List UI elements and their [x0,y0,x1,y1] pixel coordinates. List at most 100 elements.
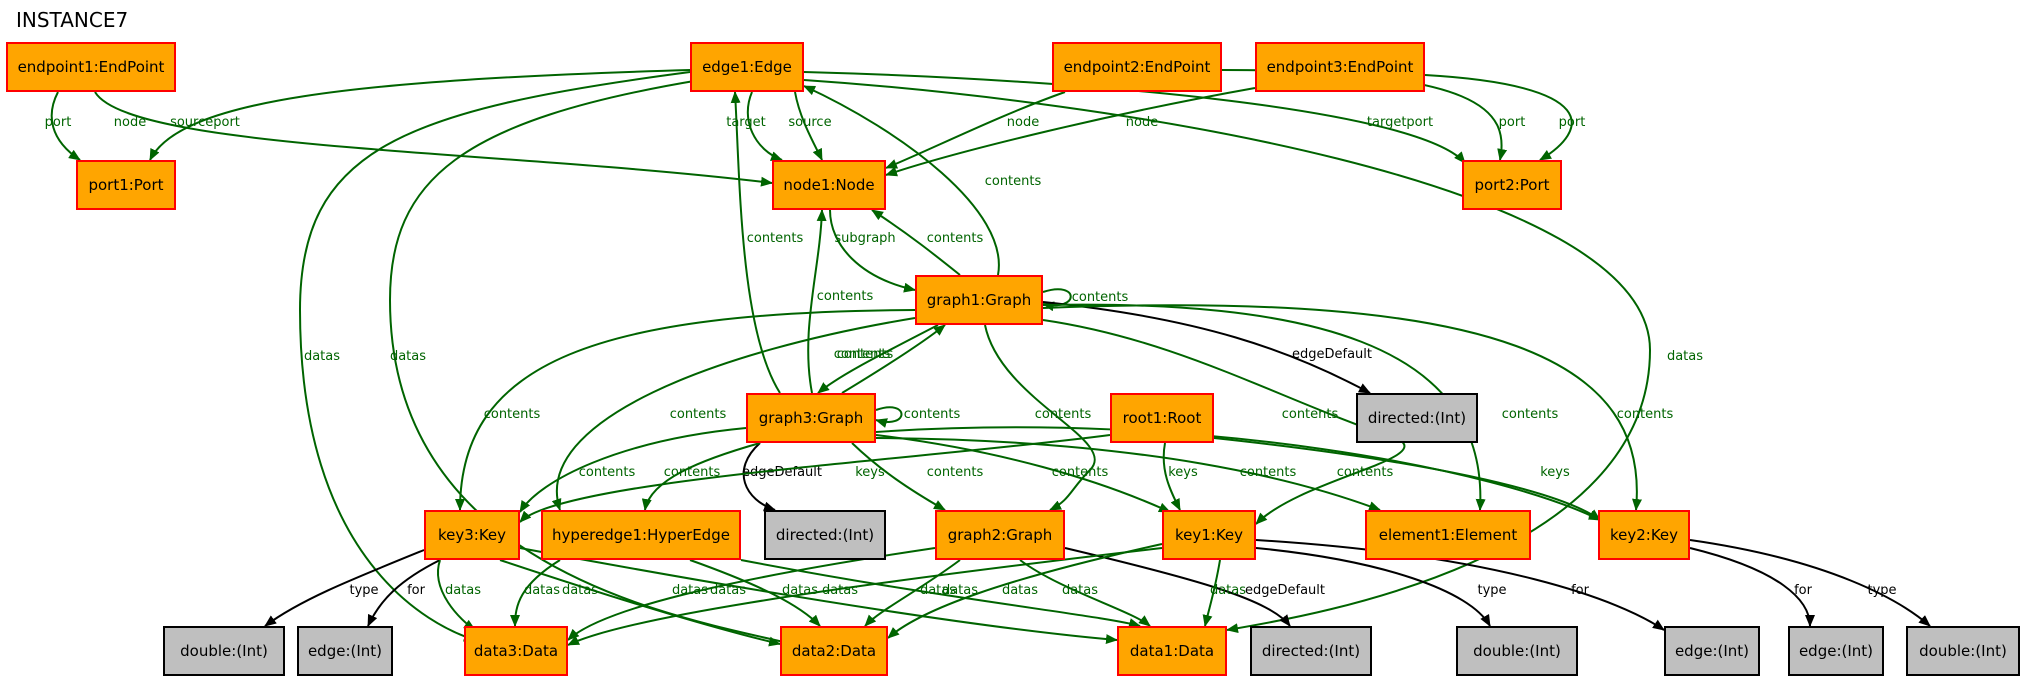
edge-label: port [1499,115,1526,130]
node-graph1[interactable]: graph1:Graph [915,275,1043,325]
edge-line [864,559,961,627]
edge-line [455,309,916,511]
edge-graph1-directed1-17: edgeDefault [1042,301,1372,394]
node-label: directed:(Int) [1367,409,1467,427]
node-key1[interactable]: key1:Key [1162,510,1256,560]
edge-key1-edgeint2-55: for [1255,539,1665,631]
edge-label: datas [1062,583,1098,598]
edge-line [1042,301,1371,394]
node-graph3[interactable]: graph3:Graph [746,393,876,443]
edge-line [1202,559,1221,627]
edge-graph2-data1-49: datas [1019,559,1151,627]
edge-line [1213,437,1601,521]
edge-line [984,324,1096,511]
edge-label: contents [579,465,636,480]
edge-label: datas [1210,583,1246,598]
node-label: key2:Key [1609,526,1679,544]
edge-graph1-hyperedge1-19: contents [551,317,916,511]
edge-label: contents [1337,465,1394,480]
node-endpoint3[interactable]: endpoint3:EndPoint [1255,42,1425,92]
node-directed1[interactable]: directed:(Int) [1356,393,1478,443]
edge-line [875,406,903,428]
node-label: directed:(Int) [1261,642,1361,660]
edge-key1-data1-53: datas [1202,559,1246,627]
node-graph2[interactable]: graph2:Graph [935,510,1065,560]
edge-graph3-node1-26: contents [807,209,874,394]
node-port1[interactable]: port1:Port [76,160,176,210]
edge-line [298,71,691,642]
node-edge1[interactable]: edge1:Edge [690,42,804,92]
node-edgeint3[interactable]: edge:(Int) [1664,626,1760,676]
edge-label: node [114,115,146,130]
edge-line [1689,539,1931,627]
node-node1[interactable]: node1:Node [772,160,886,210]
node-root1[interactable]: root1:Root [1110,393,1214,443]
node-double2[interactable]: double:(Int) [1456,626,1578,676]
edge-label: node [1007,115,1039,130]
edge-label: port [45,115,72,130]
edge-edge1-node1-4: source [788,91,832,161]
edge-line [50,91,81,161]
node-label: data2:Data [791,642,877,660]
edge-graph3-edge1-25: contents [730,91,803,394]
edge-line [803,71,1466,164]
edge-line [519,434,1111,523]
node-double3[interactable]: double:(Int) [1906,626,2020,676]
edge-graph3-directed2-29: edgeDefault [742,442,822,512]
node-edgeint2[interactable]: edge:(Int) [1788,626,1884,676]
edge-endpoint3-port2-12: port [1424,74,1586,161]
node-label: endpoint2:EndPoint [1063,58,1211,76]
node-label: key3:Key [437,526,507,544]
edge-line [803,79,1652,634]
edge-line [803,85,1000,276]
edge-line [875,434,1171,513]
node-data3[interactable]: data3:Data [464,626,568,676]
edge-graph2-directed3-50: edgeDefault [1064,547,1325,627]
edge-edge1-port1-2: sourceport [149,69,691,161]
edge-hyperedge1-data1-46: datas [740,559,1141,628]
node-data1[interactable]: data1:Data [1117,626,1227,676]
node-label: edge:(Int) [307,642,383,660]
edge-key2-double3-57: type [1689,539,1931,627]
edge-label: contents [837,347,894,362]
edge-label: port [1559,115,1586,130]
edge-graph3-graph1-27: contents [837,324,946,394]
node-directed3[interactable]: directed:(Int) [1250,626,1372,676]
node-label: graph3:Graph [758,409,864,427]
node-port2[interactable]: port2:Port [1462,160,1562,210]
edge-graph3-key1-33: contents [875,434,1171,513]
edge-label: contents [817,289,874,304]
node-edgeint1[interactable]: edge:(Int) [297,626,393,676]
edge-line [875,426,1601,521]
node-hyperedge1[interactable]: hyperedge1:HyperEdge [541,510,741,560]
edge-label: contents [664,465,721,480]
edge-label: contents [1035,407,1092,422]
node-endpoint2[interactable]: endpoint2:EndPoint [1052,42,1222,92]
edge-line [885,87,1256,177]
node-directed2[interactable]: directed:(Int) [764,510,886,560]
node-label: data1:Data [1129,642,1215,660]
node-key3[interactable]: key3:Key [424,510,520,560]
edge-label: datas [822,583,858,598]
edge-label: datas [562,583,598,598]
edge-line [499,559,781,647]
node-data2[interactable]: data2:Data [780,626,888,676]
edge-line [1019,559,1151,627]
edge-label: contents [1282,407,1339,422]
node-label: graph1:Graph [926,291,1032,309]
node-label: double:(Int) [180,642,268,660]
edge-graph3-graph3-28: contents [875,406,960,428]
node-key2[interactable]: key2:Key [1598,510,1690,560]
node-endpoint1[interactable]: endpoint1:EndPoint [6,42,176,92]
node-label: data3:Data [473,642,559,660]
edge-key3-data3-41: datas [437,559,481,631]
edge-graph1-key3-18: contents [455,309,916,511]
edge-label: subgraph [834,231,895,246]
edge-label: keys [1168,465,1198,480]
edge-label: contents [834,347,891,362]
node-element1[interactable]: element1:Element [1365,510,1531,560]
edge-line [94,91,773,187]
node-label: port2:Port [1474,176,1550,194]
node-double1[interactable]: double:(Int) [163,626,285,676]
edge-line [885,91,1066,169]
